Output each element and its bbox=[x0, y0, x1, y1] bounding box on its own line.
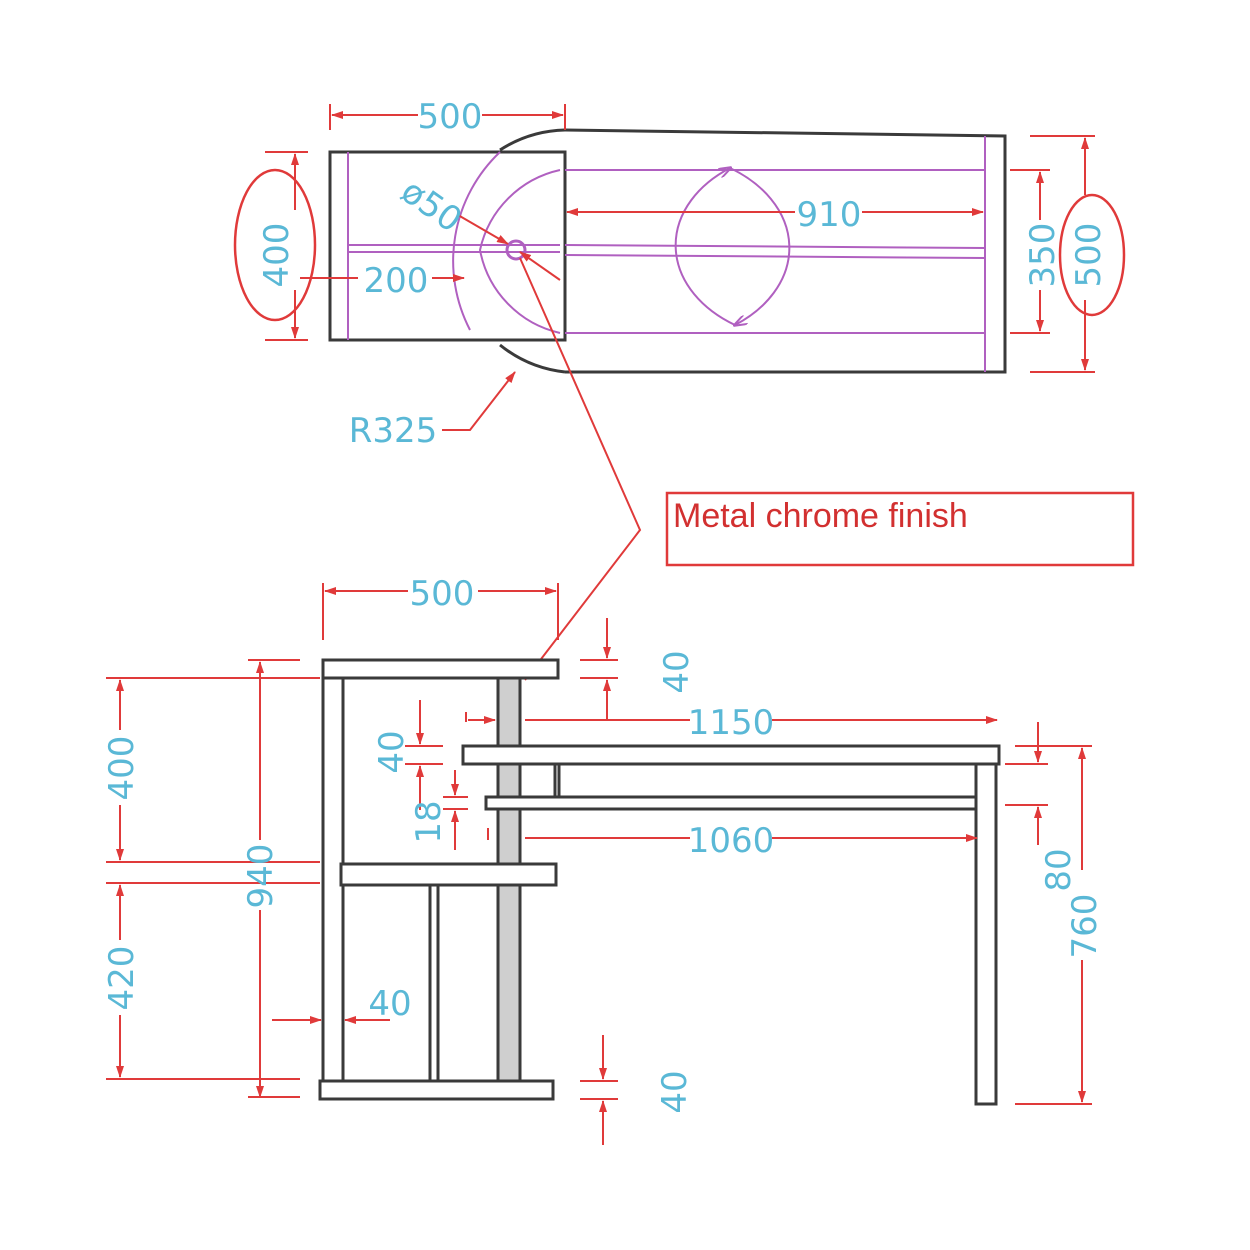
post-width-dimension: 40 bbox=[368, 984, 411, 1024]
finish-note: Metal chrome finish bbox=[519, 257, 1135, 681]
top-view-round-end bbox=[499, 128, 566, 374]
hole-diameter-dimension: ø50 bbox=[394, 171, 469, 241]
top-thickness-dimension: 40 bbox=[657, 650, 697, 693]
top-view-dimensions bbox=[233, 104, 1126, 431]
upper-shelf-dimension: 400 bbox=[102, 736, 142, 801]
top-left-height-dimension: 400 bbox=[257, 223, 297, 288]
inner-height-dimension: 350 bbox=[1023, 223, 1063, 288]
top-view-inner-lines bbox=[347, 136, 986, 372]
table-height-dimension: 760 bbox=[1065, 894, 1105, 959]
hole-circle bbox=[505, 239, 527, 261]
top-view: 500 400 ø50 200 R325 910 350 500 bbox=[233, 97, 1126, 451]
apron-dimension: 80 bbox=[1039, 848, 1079, 891]
side-view: 500 40 400 940 420 40 18 40 40 1150 1060… bbox=[102, 574, 1105, 1145]
side-view-dimensions bbox=[106, 583, 1092, 1145]
table-length-dimension: 1150 bbox=[688, 703, 775, 743]
hole-offset-dimension: 200 bbox=[364, 261, 429, 301]
top-right-height-dimension: 500 bbox=[1069, 223, 1109, 288]
overall-height-dimension: 940 bbox=[241, 844, 281, 909]
top-width-dimension: 500 bbox=[418, 97, 483, 137]
lower-section-dimension: 420 bbox=[102, 946, 142, 1011]
side-view-structure bbox=[318, 658, 1001, 1106]
top-view-table-outline bbox=[564, 128, 1007, 374]
panel-length-dimension: 1060 bbox=[688, 821, 775, 861]
shelf-thickness-dimension: 40 bbox=[372, 730, 412, 773]
note-box bbox=[665, 491, 1135, 567]
side-top-width-dimension: 500 bbox=[410, 574, 475, 614]
radius-dimension: R325 bbox=[349, 411, 438, 451]
base-thickness-dimension: 40 bbox=[655, 1070, 695, 1113]
top-length-dimension: 910 bbox=[797, 195, 862, 235]
panel-thickness-dimension: 18 bbox=[409, 800, 449, 843]
note-leader bbox=[519, 257, 642, 681]
note-label: Metal chrome finish bbox=[673, 497, 968, 535]
